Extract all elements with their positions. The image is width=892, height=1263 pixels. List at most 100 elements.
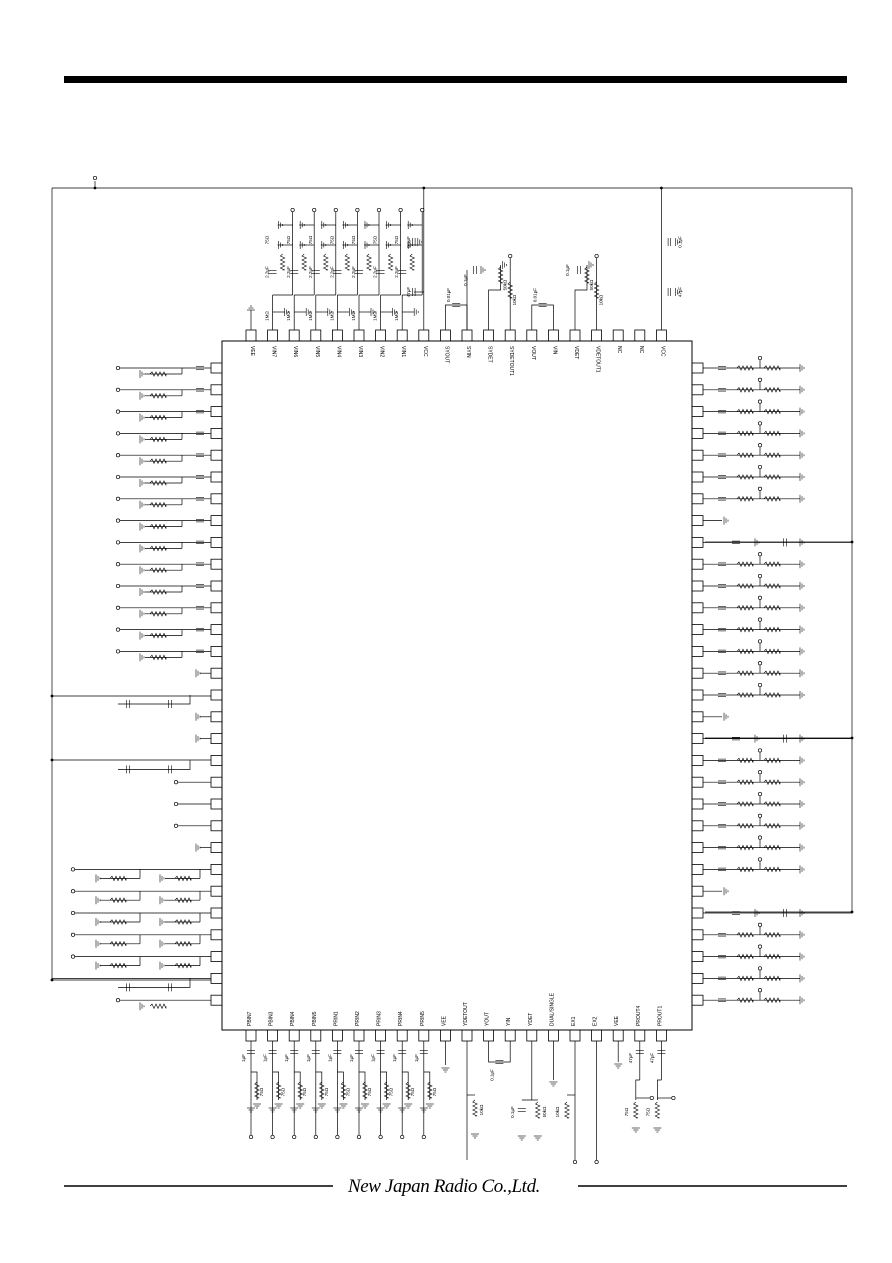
component-value: 75Ω [351, 235, 356, 244]
component-value: 75Ω [324, 1087, 329, 1096]
ic-body [221, 340, 693, 1031]
ic-pin-left [210, 842, 223, 853]
resistor [654, 1101, 661, 1119]
resistor [736, 365, 754, 371]
pin-label-top: VIN3 [357, 346, 363, 357]
component-value: 1MΩ [351, 311, 356, 321]
resistor [736, 975, 754, 982]
ic-pin-left [210, 515, 223, 526]
terminal [376, 207, 382, 213]
resistor [736, 386, 754, 393]
wire [118, 760, 191, 770]
resistor [174, 897, 192, 904]
ic-pin-right [691, 929, 704, 941]
ic-pin-bottom [656, 1029, 667, 1042]
resistor [593, 281, 600, 299]
component-value: 75Ω [308, 235, 313, 244]
terminal [757, 617, 763, 622]
component-value: 75Ω [367, 1087, 372, 1096]
terminal [115, 518, 121, 523]
ic-pin-right [691, 537, 704, 548]
resistor [362, 1081, 368, 1099]
junction-dot [422, 186, 426, 190]
ic-pin-bottom [245, 1029, 257, 1042]
resistor [149, 545, 167, 552]
resistor [109, 962, 127, 969]
component-value: 0.1μF [463, 274, 468, 286]
terminal [70, 932, 76, 937]
component-value: 47μF [406, 287, 411, 298]
terminal [757, 595, 763, 600]
ic-pin-bottom [483, 1029, 495, 1042]
resistor [763, 670, 781, 677]
ic-pin-bottom [591, 1029, 602, 1042]
ic-pin-left [210, 406, 223, 418]
junction-dot [93, 186, 97, 190]
terminal [757, 552, 763, 557]
terminal [757, 421, 763, 426]
terminal [757, 573, 763, 579]
junction-dot [850, 736, 854, 740]
ic-pin-bottom [612, 1029, 624, 1042]
component-value: 0.01μF [446, 288, 451, 302]
component-value: 75Ω [624, 1107, 629, 1116]
company-logo-text: New Japan Radio Co.,Ltd. [348, 1176, 541, 1197]
component-value: 50kΩ [589, 279, 594, 290]
pin-label-top: VDETOUT1 [595, 346, 601, 373]
resistor [736, 583, 754, 589]
resistor [584, 266, 590, 284]
ic-pin-right [691, 449, 704, 461]
ic-pin-left [210, 449, 223, 461]
resistor [736, 408, 754, 415]
resistor [149, 589, 167, 595]
ic-pin-right [691, 907, 704, 919]
component-value: 1μF [349, 1054, 354, 1062]
component-value: 1μF [241, 1054, 246, 1062]
resistor [149, 567, 167, 574]
resistor [736, 953, 754, 960]
resistor [149, 436, 167, 443]
wire [488, 265, 501, 330]
header-rule [64, 76, 847, 83]
ic-pin-bottom [461, 1029, 473, 1042]
ic-pin-right [691, 733, 704, 744]
ic-pin-top [548, 329, 559, 342]
component-value: 1MΩ [286, 311, 291, 321]
terminal [355, 207, 360, 213]
ic-pin-top [526, 329, 538, 342]
pin-label-bottom: PRIN5 [420, 1011, 426, 1026]
terminal [312, 207, 317, 213]
component-value: 75Ω [432, 1087, 437, 1096]
ic-pin-right [691, 973, 704, 984]
ic-pin-right [691, 384, 704, 396]
resistor [174, 940, 192, 947]
ic-pin-top [245, 329, 257, 342]
pin-label-top: VIN2 [379, 346, 385, 357]
resistor [564, 1101, 570, 1119]
terminal [421, 1134, 426, 1140]
junction-dot [50, 758, 54, 762]
ic-pin-right [691, 842, 704, 853]
ic-pin-left [210, 973, 223, 984]
resistor [763, 626, 781, 633]
resistor [763, 801, 781, 807]
ic-pin-right [691, 755, 704, 766]
pin-label-top: VIN6 [292, 346, 298, 357]
ic-pin-right [691, 776, 704, 788]
resistor [149, 371, 167, 377]
component-value: 75Ω [281, 1087, 286, 1096]
resistor [109, 919, 127, 925]
ic-pin-bottom [548, 1029, 559, 1042]
resistor [632, 1101, 639, 1119]
ic-pin-left [210, 493, 223, 505]
component-value: 1μF [327, 1054, 332, 1062]
terminal [313, 1134, 318, 1140]
ic-pin-left [210, 798, 223, 810]
resistor [763, 975, 781, 982]
resistor [387, 253, 394, 271]
pin-label-top: NC [616, 346, 622, 354]
wire [359, 1071, 366, 1100]
ic-pin-top [288, 329, 300, 342]
